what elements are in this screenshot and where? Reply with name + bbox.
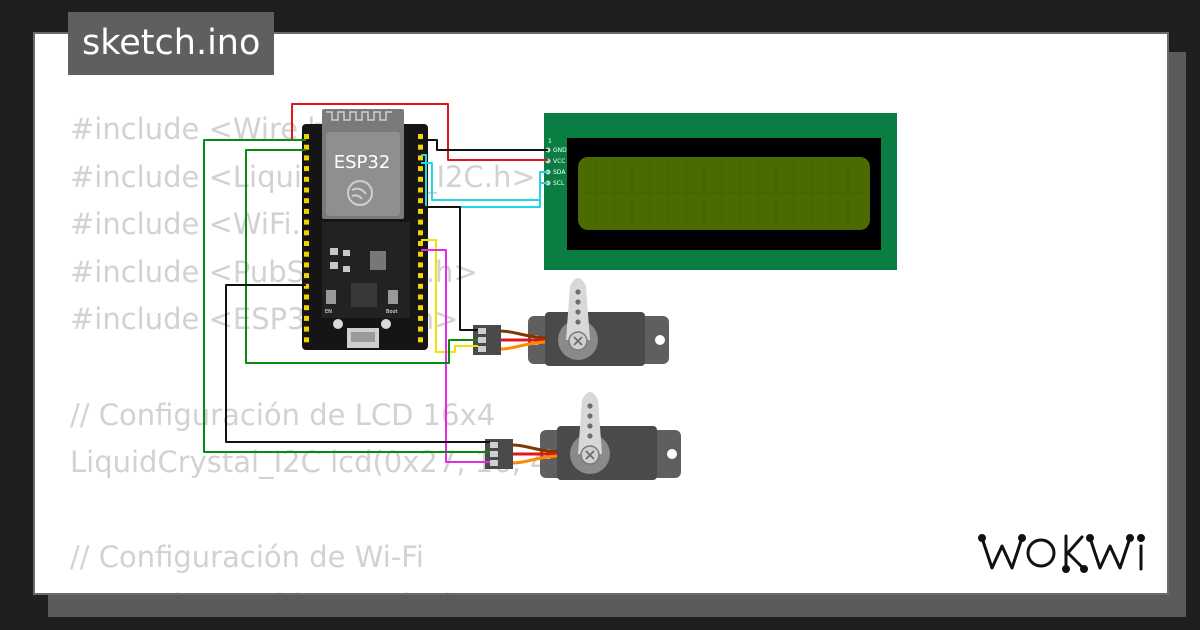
servo-cable <box>499 329 546 340</box>
esp32-header-pin[interactable] <box>418 187 423 193</box>
esp32-header-pin[interactable] <box>418 273 423 279</box>
code-line: const char* ssid = "Wokwi-GUEST"; <box>70 582 584 593</box>
esp32-header-pin[interactable] <box>418 198 423 204</box>
esp32-header-pin[interactable] <box>304 273 309 279</box>
lcd-pin-scl-label: SCL <box>553 180 565 187</box>
wire-sda[interactable] <box>421 162 548 201</box>
esp32-header-pin[interactable] <box>304 294 309 300</box>
esp32-header-pin[interactable] <box>304 283 309 289</box>
esp32-smd-component <box>330 248 338 255</box>
lcd-pin-sda-label: SDA <box>553 169 566 176</box>
esp32-header-pin[interactable] <box>304 208 309 214</box>
wire-servo1-vcc[interactable] <box>245 149 478 364</box>
esp32-header-pin[interactable] <box>418 176 423 182</box>
esp32-smd-component <box>343 266 350 272</box>
esp32-header-pin[interactable] <box>304 155 309 161</box>
esp32-right-header <box>418 134 423 343</box>
esp32-header-pin[interactable] <box>304 176 309 182</box>
esp32-en-label: EN <box>325 309 332 315</box>
lcd-display[interactable]: 1 GND VCC SDA SCL <box>544 113 897 270</box>
lcd-pin-gnd-label: GND <box>553 147 567 154</box>
esp32-header-pin[interactable] <box>304 134 309 139</box>
esp32-header-pin[interactable] <box>304 305 309 311</box>
esp32-header-pin[interactable] <box>418 144 423 150</box>
esp32-smd-component <box>343 250 350 256</box>
esp32-header-pin[interactable] <box>418 305 423 311</box>
file-tab[interactable]: sketch.ino <box>68 12 275 75</box>
esp32-header-pin[interactable] <box>418 262 423 268</box>
esp32-header-pin[interactable] <box>304 230 309 236</box>
esp32-header-pin[interactable] <box>418 134 423 139</box>
esp32-header-pin[interactable] <box>418 251 423 257</box>
esp32-smd-component <box>330 262 338 269</box>
esp32-regulator <box>370 251 386 270</box>
esp32-boot-button[interactable] <box>388 290 398 304</box>
espressif-logo-icon <box>347 180 373 206</box>
esp32-header-pin[interactable] <box>304 219 309 225</box>
esp32-header-pin[interactable] <box>418 166 423 172</box>
esp32-label: ESP32 <box>334 152 391 173</box>
esp32-module-can <box>326 132 400 216</box>
servo-connector <box>485 439 513 469</box>
code-line: // Configuración de Wi-Fi <box>70 540 424 575</box>
wire-servo2-vcc[interactable] <box>203 139 490 453</box>
esp32-mounting-hole <box>381 319 391 329</box>
esp32-antenna <box>326 111 392 121</box>
esp32-usb-chip <box>351 283 377 307</box>
servo-horn <box>578 392 602 454</box>
esp32-header-pin[interactable] <box>418 208 423 214</box>
servo-horn <box>566 278 590 340</box>
esp32-header-pin[interactable] <box>304 241 309 246</box>
esp32-header-pin[interactable] <box>304 337 309 343</box>
esp32-header-pin[interactable] <box>418 315 423 321</box>
servo-motor-1[interactable] <box>473 278 669 366</box>
esp32-board[interactable]: ESP32 EN Boot <box>302 109 428 350</box>
esp32-left-header <box>304 134 309 343</box>
servo-motor-2[interactable] <box>485 392 681 480</box>
esp32-header-pin[interactable] <box>418 241 423 246</box>
esp32-en-button[interactable] <box>326 290 336 304</box>
esp32-header-pin[interactable] <box>418 337 423 343</box>
lcd-pin1-label: 1 <box>548 138 552 145</box>
esp32-header-pin[interactable] <box>304 198 309 204</box>
wire-servo2-signal[interactable] <box>421 249 490 463</box>
esp32-header-pin[interactable] <box>304 262 309 268</box>
servo-mount-hole <box>655 335 665 345</box>
wire-servo2-gnd[interactable] <box>225 284 490 443</box>
wire-scl[interactable] <box>421 154 548 208</box>
servo-cable <box>511 443 558 454</box>
esp32-header-pin[interactable] <box>418 326 423 332</box>
esp32-header-pin[interactable] <box>304 166 309 172</box>
esp32-header-pin[interactable] <box>418 283 423 289</box>
esp32-header-pin[interactable] <box>418 230 423 236</box>
esp32-header-pin[interactable] <box>304 187 309 193</box>
code-line: // Configuración de LCD 16x4 <box>70 397 496 432</box>
lcd-pin-vcc-label: VCC <box>553 158 565 165</box>
servo-mount-hole <box>667 449 677 459</box>
wire-servo1-gnd[interactable] <box>421 206 478 331</box>
esp32-header-pin[interactable] <box>418 155 423 161</box>
esp32-header-pin[interactable] <box>304 315 309 321</box>
esp32-boot-label: Boot <box>386 309 398 315</box>
code-line: LiquidCrystal_I2C lcd(0x27, 16, 4); <box>70 445 570 480</box>
esp32-header-pin[interactable] <box>418 294 423 300</box>
wokwi-logo <box>978 534 1145 573</box>
esp32-header-pin[interactable] <box>418 219 423 225</box>
esp32-mounting-hole <box>333 319 343 329</box>
esp32-header-pin[interactable] <box>304 326 309 332</box>
esp32-header-pin[interactable] <box>304 144 309 150</box>
wire-servo1-signal[interactable] <box>421 239 478 353</box>
wire-lcd-gnd[interactable] <box>421 139 548 151</box>
esp32-usb-port-inner <box>351 332 375 342</box>
esp32-header-pin[interactable] <box>304 251 309 257</box>
